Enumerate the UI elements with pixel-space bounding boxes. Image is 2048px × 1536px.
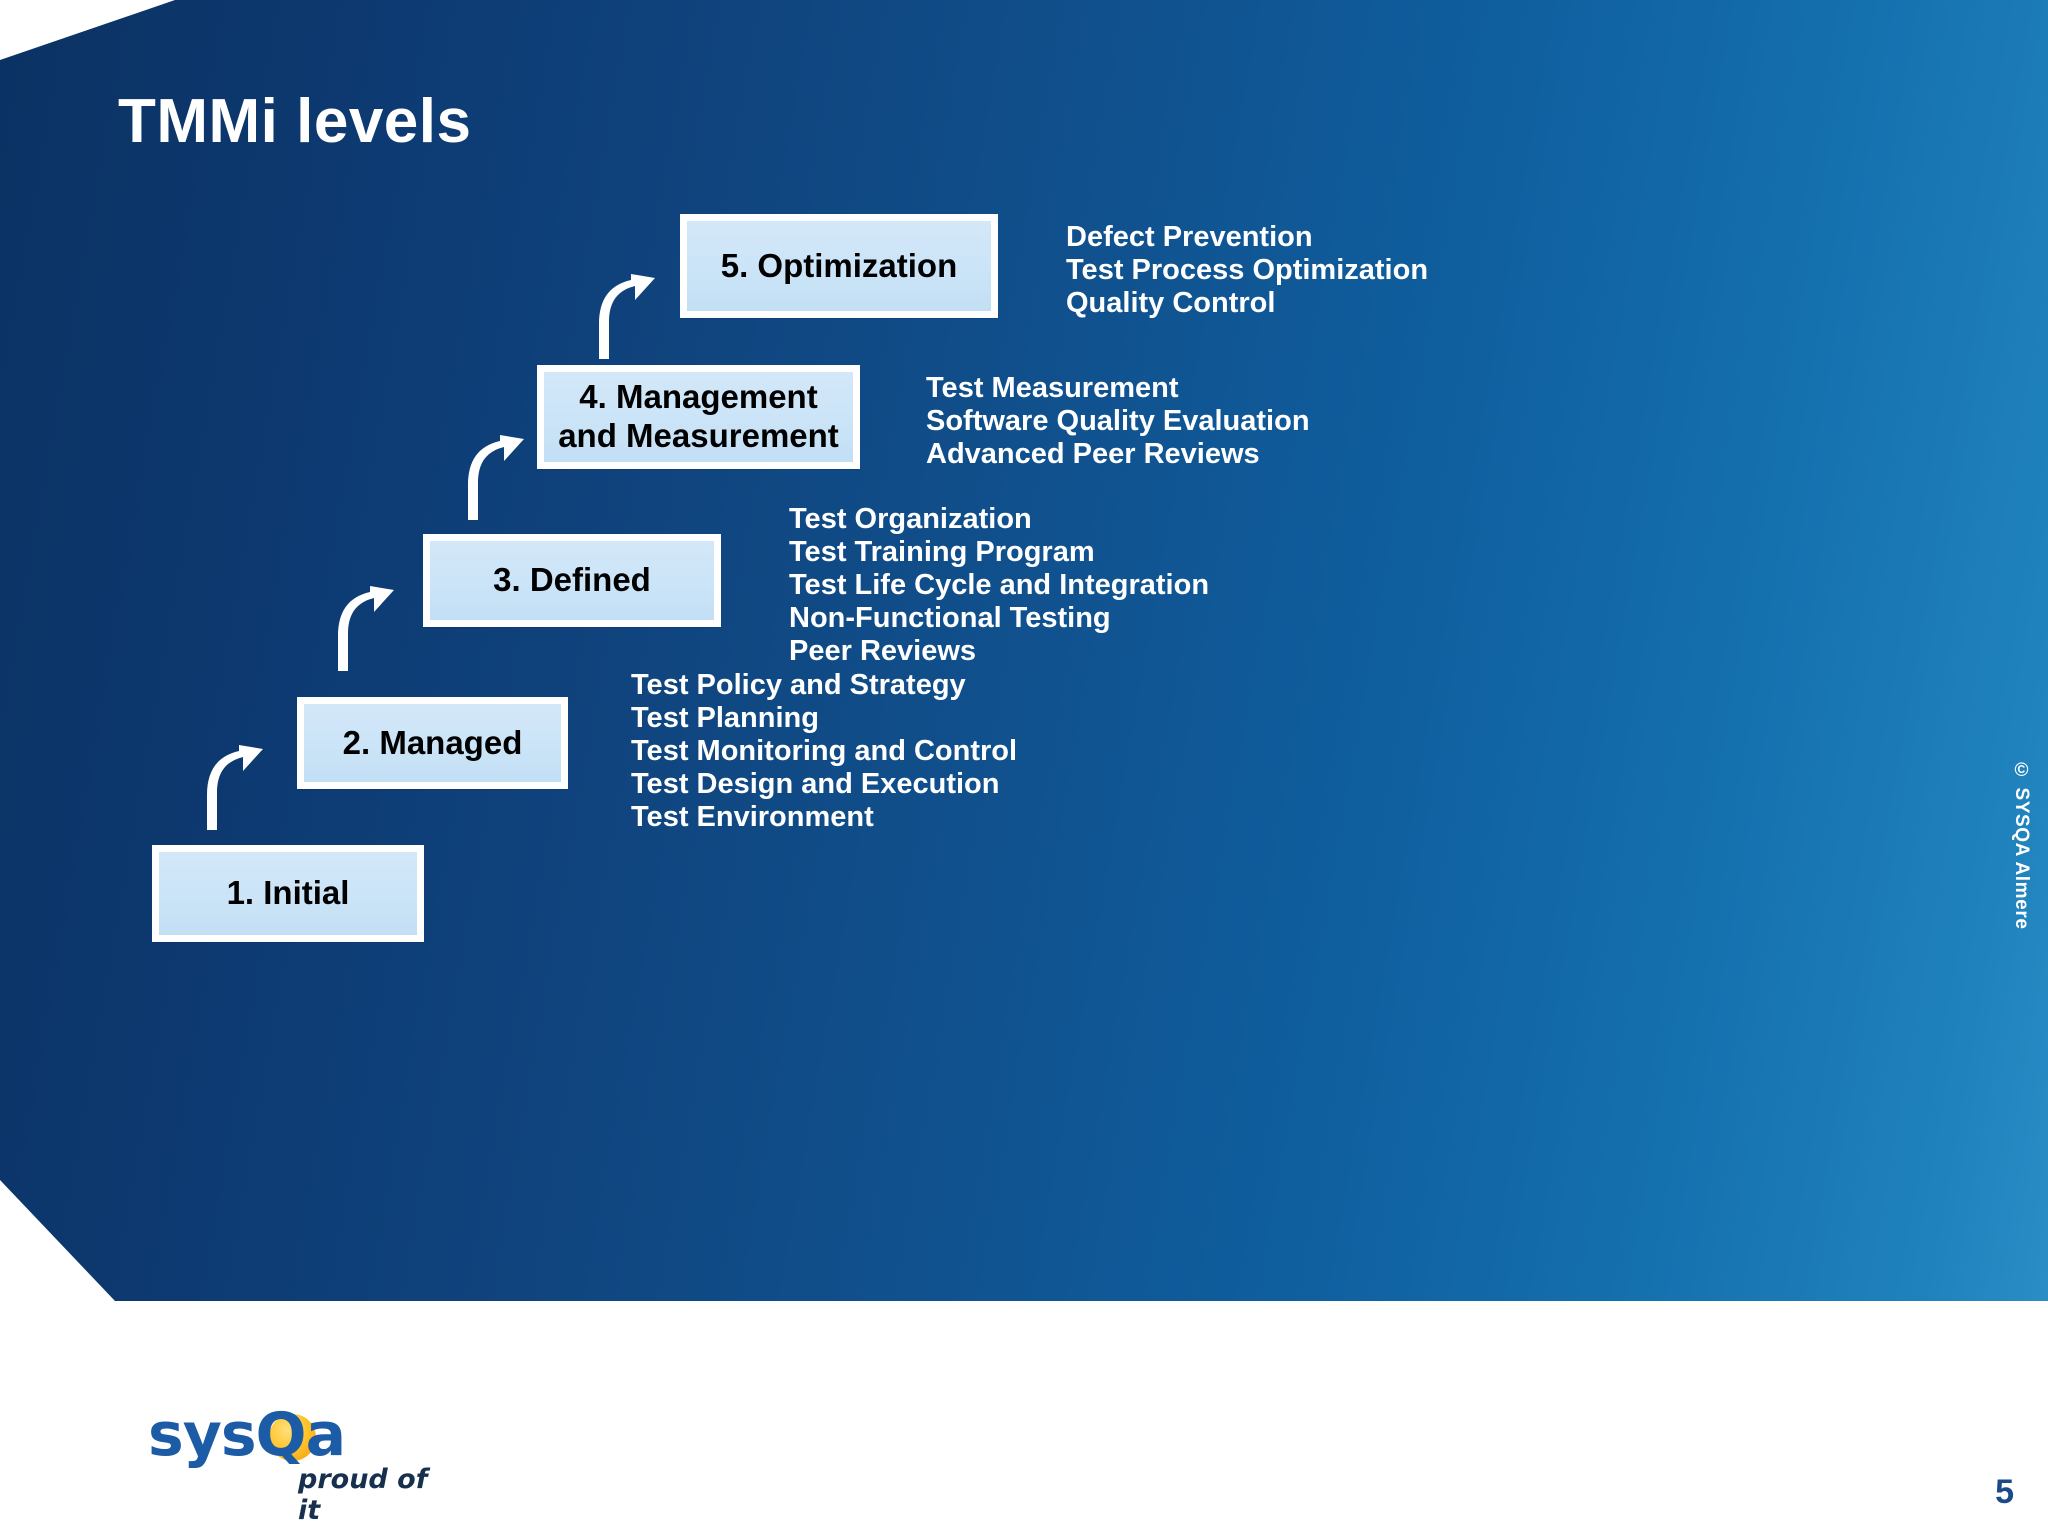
process-area-item: Defect Prevention [1066, 221, 1313, 253]
process-area-item: Test Process Optimization [1066, 254, 1429, 287]
logo-word-pre: sys [148, 1400, 257, 1470]
process-area-item: Test Life Cycle and Integration [789, 569, 1210, 602]
level-box-1-label: 1. Initial [226, 874, 350, 912]
curved-arrow-icon [468, 435, 524, 520]
process-area-item: Non-Functional Testing [789, 602, 1111, 635]
curved-arrow-icon [338, 586, 394, 671]
level-box-5-label: 5. Optimization [720, 246, 958, 284]
logo-word-q: Q [255, 1400, 307, 1470]
process-area-item: Test Policy and Strategy [631, 669, 966, 701]
level-box-4-label-line2: and Measurement [558, 417, 839, 454]
level-box-1[interactable]: 1. Initial [152, 845, 424, 942]
level-box-3-label: 3. Defined [493, 561, 651, 599]
process-area-item: Peer Reviews [789, 635, 977, 668]
logo-word-post: a [305, 1400, 346, 1470]
page-number: 5 [1995, 1473, 2014, 1511]
curved-arrow-icon [207, 745, 263, 830]
page-title: TMMi levels [118, 87, 472, 156]
process-area-list-2: Test Policy and Strategy Test Planning T… [631, 669, 1018, 835]
process-area-item: Test Monitoring and Control [631, 735, 1018, 768]
process-area-list-4: Test Measurement Software Quality Evalua… [926, 372, 1310, 472]
process-area-item: Test Organization [789, 503, 1032, 535]
process-area-item: Test Training Program [789, 536, 1095, 569]
level-box-2[interactable]: 2. Managed [297, 697, 568, 789]
process-area-item: Test Measurement [926, 372, 1179, 404]
level-box-4[interactable]: 4. Management and Measurement [537, 365, 860, 469]
process-area-list-3: Test Organization Test Training Program … [789, 503, 1210, 669]
logo-orange-circle-icon [269, 1414, 316, 1461]
level-box-4-label: 4. Management and Measurement [558, 378, 839, 456]
slide-footer [0, 1301, 2048, 1536]
level-box-4-label-line1: 4. Management [579, 378, 818, 416]
level-box-3[interactable]: 3. Defined [423, 534, 721, 627]
process-area-item: Test Design and Execution [631, 768, 1000, 801]
process-area-item: Software Quality Evaluation [926, 405, 1310, 438]
level-box-5[interactable]: 5. Optimization [680, 214, 998, 318]
process-area-list-5: Defect Prevention Test Process Optimizat… [1066, 221, 1429, 321]
process-area-item: Quality Control [1066, 287, 1276, 320]
logo-wordmark: sysQa [148, 1400, 346, 1470]
logo-tagline: proud of it [298, 1464, 428, 1526]
copyright-notice: © SYSQA Almere [2011, 760, 2032, 930]
process-area-item: Test Planning [631, 702, 819, 735]
process-area-item: Advanced Peer Reviews [926, 438, 1260, 471]
curved-arrow-icon [599, 274, 655, 359]
level-box-2-label: 2. Managed [342, 723, 523, 761]
process-area-item: Test Environment [631, 801, 874, 834]
sysqa-logo: sysQa proud of it [148, 1400, 448, 1526]
